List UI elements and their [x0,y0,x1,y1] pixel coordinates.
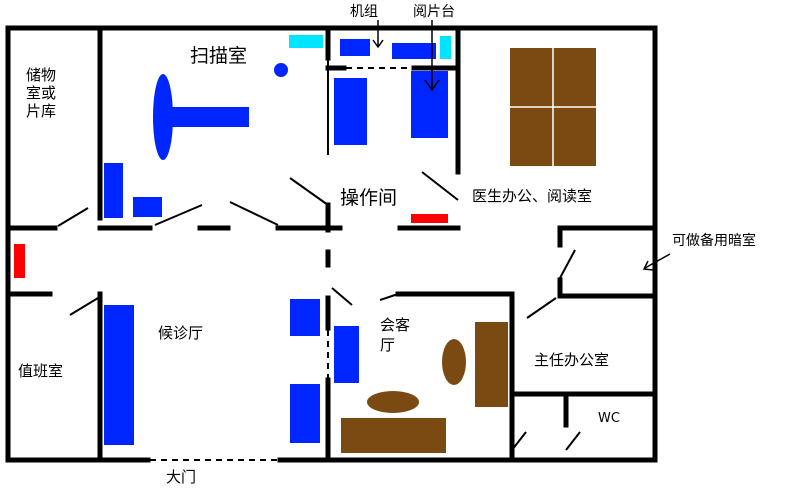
darkroom-arrow-shaft [644,253,671,269]
storage-label-1: 储物 [26,66,56,84]
injector [274,63,288,77]
doctor-office-label: 医生办公、阅读室 [472,187,592,205]
labels: 储物 室或 片库 扫描室 机组 阅片台 操作间 医生办公、阅读室 可做备用暗室 … [18,4,756,486]
door-scan-left [154,204,203,226]
waiting-bench-upper [290,299,320,336]
scan-cabinet-left [104,163,123,218]
cyan-cabinet-scan [289,35,323,48]
darkroom-note-label: 可做备用暗室 [672,232,756,249]
storage-label-3: 片库 [26,102,56,120]
storage-label-2: 室或 [26,84,56,102]
unit-box-left [340,39,370,56]
duty-room-label: 值班室 [18,362,63,380]
scanner-gantry [153,74,173,160]
film-viewer-table [411,71,448,138]
scan-room-label: 扫描室 [190,45,247,67]
wc-label: WC [598,411,620,426]
unit-box-right [392,43,436,59]
reception-label-1: 会客 [380,316,410,334]
unit-arrow-icon [372,39,384,49]
red-indicator-op [411,214,448,223]
cyan-cabinet-unit [440,36,451,59]
door-darkroom [559,249,576,279]
waiting-bench-long [104,305,134,445]
reception-coffee-table [367,391,419,413]
film-viewer-label: 阅片台 [413,4,455,20]
reception-sofa-long [341,418,446,453]
outer-walls [5,25,658,463]
doors [57,171,581,451]
door-operation [289,177,329,206]
door-reception-left [331,287,353,306]
door-wc-right [565,431,581,451]
reception-sofa [334,326,359,383]
darkroom-arrow-icon [642,260,654,271]
door-storage [57,207,89,227]
reception-label-2: 厅 [380,336,395,354]
door-director [526,297,557,319]
door-reception-right [379,293,399,301]
red-indicator-left [14,244,25,278]
door-scan-right [229,201,279,226]
reception-cabinet [475,322,508,407]
viewer-arrow-icon [424,79,440,92]
door-office [421,171,459,201]
unit-label: 机组 [350,4,378,20]
door-wc-left [511,431,527,451]
operation-console [334,78,367,145]
scan-cabinet-small [133,197,162,217]
waiting-hall-label: 候诊厅 [158,324,203,342]
waiting-bench-lower [290,384,320,443]
operation-room-label: 操作间 [340,187,397,209]
equipment [14,35,596,453]
reception-table-round [442,339,466,385]
arrows [372,20,671,271]
main-gate-label: 大门 [166,468,196,486]
interior-walls [5,27,658,463]
door-duty [69,297,99,316]
director-office-label: 主任办公室 [534,351,609,369]
scanner-table [165,107,249,127]
